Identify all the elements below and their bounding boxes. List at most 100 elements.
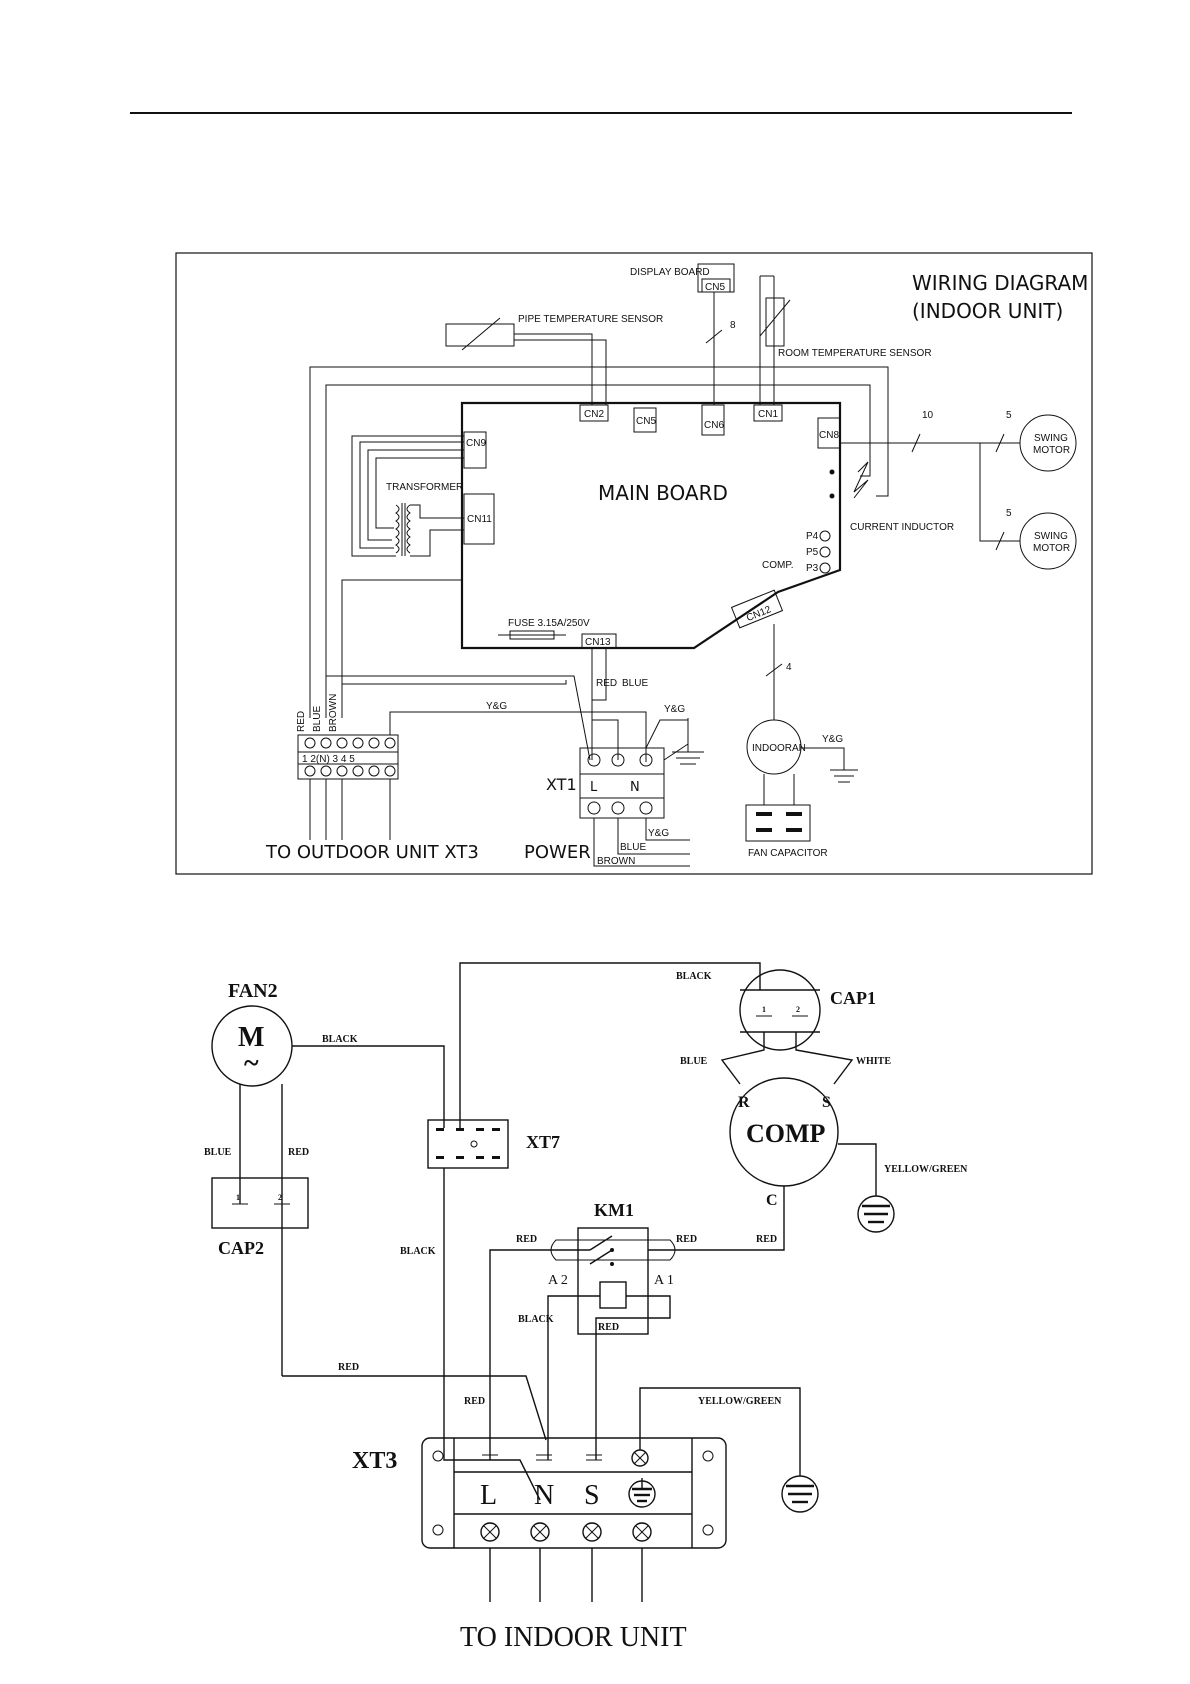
current-inductor bbox=[853, 461, 869, 499]
svg-text:RED: RED bbox=[338, 1362, 359, 1373]
current-inductor-label: CURRENT INDUCTOR bbox=[850, 522, 954, 533]
xt3-s: S bbox=[584, 1480, 600, 1511]
km1-a2: A 2 bbox=[548, 1273, 568, 1288]
fuse-label: FUSE 3.15A/250V bbox=[508, 618, 590, 629]
wire-count-5b: 5 bbox=[1006, 508, 1012, 519]
svg-text:2: 2 bbox=[796, 1005, 800, 1014]
outdoor-wiring-diagram: FAN2 M ~ 1 2 CAP2 BLUE RED BLACK XT7 BLA… bbox=[204, 962, 968, 1653]
xt7 bbox=[427, 1119, 509, 1169]
svg-text:2: 2 bbox=[278, 1193, 282, 1202]
cn12-label: CN12 bbox=[745, 604, 773, 624]
wire-count-8: 8 bbox=[730, 320, 736, 331]
svg-text:SWING: SWING bbox=[1034, 531, 1068, 542]
fan2-motor-m: M bbox=[238, 1022, 264, 1053]
svg-text:YELLOW/GREEN: YELLOW/GREEN bbox=[698, 1396, 782, 1407]
svg-text:BLACK: BLACK bbox=[518, 1314, 554, 1325]
wire-brown-label: BROWN bbox=[328, 694, 339, 732]
compressor-label: COMP bbox=[746, 1119, 826, 1148]
svg-text:RED: RED bbox=[598, 1322, 619, 1333]
xt1-label: XT1 bbox=[546, 775, 577, 794]
indoor-fan-motor bbox=[746, 719, 802, 775]
wire-blue-label: BLUE bbox=[312, 706, 323, 732]
yg-label-xt1: Y&G bbox=[664, 704, 685, 715]
svg-text:BLUE: BLUE bbox=[680, 1056, 708, 1067]
svg-text:YELLOW/GREEN: YELLOW/GREEN bbox=[884, 1164, 968, 1175]
cap1 bbox=[739, 969, 821, 1051]
svg-text:BLUE: BLUE bbox=[204, 1147, 232, 1158]
outdoor-terminal-block bbox=[297, 734, 399, 780]
xt3-terminal bbox=[421, 1437, 727, 1549]
svg-text:RED: RED bbox=[464, 1396, 485, 1407]
xt1-terminal bbox=[579, 747, 665, 819]
svg-text:RED: RED bbox=[676, 1234, 697, 1245]
fan-capacitor-label: FAN CAPACITOR bbox=[748, 848, 828, 859]
wire-count-10: 10 bbox=[922, 410, 934, 421]
cn9-label: CN9 bbox=[466, 438, 486, 449]
svg-text:BLACK: BLACK bbox=[322, 1034, 358, 1045]
cap2-label: CAP2 bbox=[218, 1238, 264, 1258]
km1-coil bbox=[599, 1281, 627, 1309]
xt3-n: N bbox=[534, 1480, 554, 1511]
display-board-label: DISPLAY BOARD bbox=[630, 267, 710, 278]
xt3-bottom-screws bbox=[480, 1522, 652, 1542]
cn6-label: CN6 bbox=[704, 420, 724, 431]
svg-text:1: 1 bbox=[236, 1193, 240, 1202]
indoor-wiring-diagram: WIRING DIAGRAM (INDOOR UNIT) MAIN BOARD … bbox=[175, 252, 1093, 875]
cn8-label: CN8 bbox=[819, 430, 839, 441]
cn2-label: CN2 bbox=[584, 409, 604, 420]
yg-label-top: Y&G bbox=[486, 701, 507, 712]
power-label: POWER bbox=[524, 842, 591, 863]
transformer-label: TRANSFORMER bbox=[386, 482, 463, 493]
cn5-label: CN5 bbox=[636, 416, 656, 427]
xt3-l: L bbox=[480, 1480, 497, 1511]
indoor-frame bbox=[175, 252, 1093, 875]
km1-contactor bbox=[577, 1227, 649, 1335]
fan2-motor-ac: ~ bbox=[244, 1048, 259, 1079]
power-blue-label: BLUE bbox=[620, 842, 646, 853]
port-p5: P5 bbox=[806, 547, 819, 558]
to-indoor-label: TO INDOOR UNIT bbox=[460, 1622, 687, 1653]
svg-text:RED: RED bbox=[516, 1234, 537, 1245]
fan2-label: FAN2 bbox=[228, 980, 278, 1002]
cap2 bbox=[211, 1177, 309, 1229]
xt1-n: N bbox=[630, 780, 640, 795]
cn13-blue-label: BLUE bbox=[622, 678, 648, 689]
outdoor-terminal-screws bbox=[304, 737, 396, 777]
main-board-label: MAIN BOARD bbox=[598, 481, 728, 505]
svg-text:BLACK: BLACK bbox=[400, 1246, 436, 1257]
svg-text:MOTOR: MOTOR bbox=[1033, 445, 1070, 456]
svg-text:SWING: SWING bbox=[1034, 433, 1068, 444]
comp-port-label: COMP. bbox=[762, 560, 794, 571]
wire-count-5a: 5 bbox=[1006, 410, 1012, 421]
svg-text:MOTOR: MOTOR bbox=[1033, 543, 1070, 554]
wire-count-4: 4 bbox=[786, 662, 792, 673]
svg-text:WHITE: WHITE bbox=[856, 1056, 891, 1067]
outdoor-terminal-numbers: 1 2(N) 3 4 5 bbox=[302, 754, 355, 765]
room-temp-sensor-label: ROOM TEMPERATURE SENSOR bbox=[778, 348, 932, 359]
xt3-ground-icon bbox=[628, 1478, 656, 1508]
transformer-coil-primary bbox=[395, 504, 400, 554]
svg-text:1: 1 bbox=[762, 1005, 766, 1014]
main-board bbox=[460, 401, 842, 650]
pipe-temp-sensor bbox=[445, 323, 515, 347]
fan-yg-label: Y&G bbox=[822, 734, 843, 745]
xt1-l: L bbox=[590, 780, 598, 795]
display-cn5-label: CN5 bbox=[705, 282, 725, 293]
svg-text:RED: RED bbox=[756, 1234, 777, 1245]
pipe-temp-sensor-label: PIPE TEMPERATURE SENSOR bbox=[518, 314, 663, 325]
wire-red-label: RED bbox=[296, 711, 307, 732]
room-temp-sensor bbox=[765, 297, 785, 347]
km1-a1: A 1 bbox=[654, 1273, 674, 1288]
cn11-label: CN11 bbox=[467, 514, 492, 525]
cn13-red-label: RED bbox=[596, 678, 617, 689]
svg-text:RED: RED bbox=[288, 1147, 309, 1158]
svg-text:BLACK: BLACK bbox=[676, 971, 712, 982]
transformer-coil-secondary bbox=[406, 504, 411, 554]
xt3-label: XT3 bbox=[352, 1448, 397, 1474]
port-p4: P4 bbox=[806, 531, 819, 542]
indoor-fan-label: INDOORAN bbox=[752, 743, 806, 754]
comp-term-s: S bbox=[822, 1094, 831, 1111]
display-cn5 bbox=[701, 278, 731, 293]
indoor-title-line2: (INDOOR UNIT) bbox=[912, 299, 1063, 323]
comp-term-c: C bbox=[766, 1192, 778, 1209]
